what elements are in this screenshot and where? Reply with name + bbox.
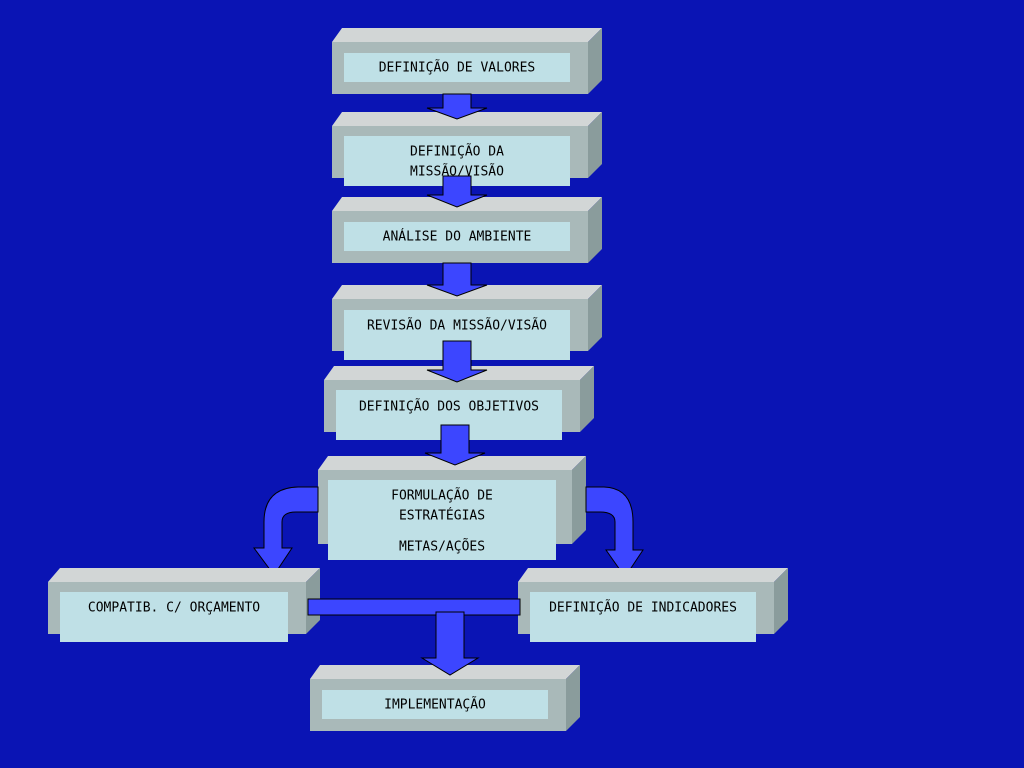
arrow-valores-to-missao xyxy=(426,93,488,120)
block-definicao-objetivos: DEFINIÇÃO DOS OBJETIVOS xyxy=(324,366,594,440)
block-implementacao: IMPLEMENTAÇÃO xyxy=(310,665,580,731)
block-analise-ambiente: ANÁLISE DO AMBIENTE xyxy=(332,197,602,263)
label-definicao-missao-1: DEFINIÇÃO DA xyxy=(410,144,504,160)
block-compatib-orcamento: COMPATIB. C/ ORÇAMENTO xyxy=(48,568,320,642)
label-definicao-indicadores: DEFINIÇÃO DE INDICADORES xyxy=(549,600,737,616)
curved-arrow-left xyxy=(253,486,319,576)
label-definicao-valores: DEFINIÇÃO DE VALORES xyxy=(379,60,536,76)
label-revisao-missao: REVISÃO DA MISSÃO/VISÃO xyxy=(367,318,547,334)
arrow-orcamento-to-implementacao xyxy=(420,611,480,676)
label-formulacao-estrategias-1: FORMULAÇÃO DE xyxy=(391,488,493,504)
curved-arrow-right xyxy=(585,486,644,578)
label-definicao-objetivos: DEFINIÇÃO DOS OBJETIVOS xyxy=(359,399,539,415)
arrow-missao-to-ambiente xyxy=(426,175,488,208)
label-formulacao-estrategias-2: ESTRATÉGIAS xyxy=(399,508,485,524)
arrow-objetivos-to-estrategias xyxy=(424,424,486,466)
arrow-ambiente-to-revisao xyxy=(426,262,488,297)
block-definicao-valores: DEFINIÇÃO DE VALORES xyxy=(332,28,602,94)
label-analise-ambiente: ANÁLISE DO AMBIENTE xyxy=(383,229,532,245)
block-revisao-missao: REVISÃO DA MISSÃO/VISÃO xyxy=(332,285,602,360)
connector-bar xyxy=(307,598,521,616)
label-definicao-missao-2: MISSÃO/VISÃO xyxy=(410,164,504,180)
arrow-revisao-to-objetivos xyxy=(426,340,488,383)
label-compatib-orcamento: COMPATIB. C/ ORÇAMENTO xyxy=(88,601,260,616)
label-formulacao-estrategias-3: METAS/AÇÕES xyxy=(399,539,485,555)
block-formulacao-estrategias: FORMULAÇÃO DE ESTRATÉGIAS METAS/AÇÕES xyxy=(318,456,586,560)
label-implementacao: IMPLEMENTAÇÃO xyxy=(384,697,486,713)
block-definicao-missao: DEFINIÇÃO DA MISSÃO/VISÃO xyxy=(332,112,602,186)
block-definicao-indicadores: DEFINIÇÃO DE INDICADORES xyxy=(518,568,788,642)
